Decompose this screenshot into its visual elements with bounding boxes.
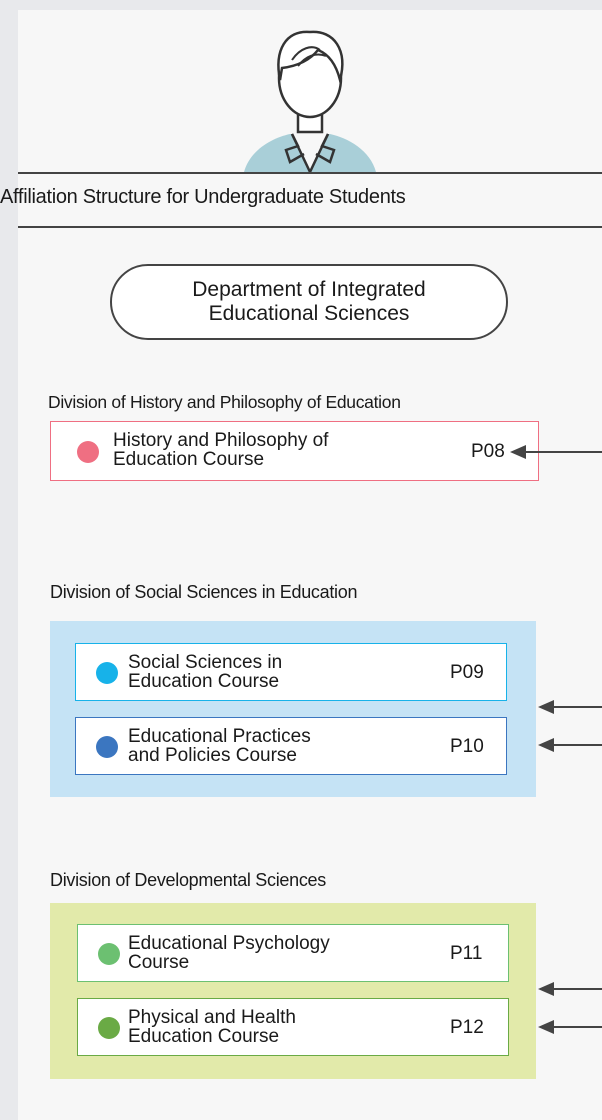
course-box: Educational Psychology Course P11 bbox=[77, 924, 509, 982]
affiliation-title: Affiliation Structure for Undergraduate … bbox=[0, 186, 406, 208]
arrow-left-icon bbox=[538, 1020, 602, 1034]
division-title: Division of History and Philosophy of Ed… bbox=[48, 392, 401, 412]
course-box: History and Philosophy of Education Cour… bbox=[50, 421, 539, 481]
arrow-left-icon bbox=[538, 738, 602, 752]
top-divider bbox=[18, 172, 602, 174]
course-dot bbox=[96, 736, 118, 758]
course-page: P12 bbox=[450, 1017, 484, 1038]
arrow-left-icon bbox=[510, 445, 602, 459]
course-dot bbox=[96, 662, 118, 684]
student-avatar-icon bbox=[244, 30, 376, 172]
arrow-left-icon bbox=[538, 982, 602, 996]
course-page: P10 bbox=[450, 736, 484, 757]
course-name: Educational Psychology Course bbox=[128, 933, 330, 973]
course-page: P11 bbox=[450, 943, 483, 964]
course-name: Physical and Health Education Course bbox=[128, 1007, 296, 1047]
course-dot bbox=[98, 1017, 120, 1039]
course-name: Social Sciences in Education Course bbox=[128, 652, 283, 692]
course-dot bbox=[77, 441, 99, 463]
course-name: History and Philosophy of Education Cour… bbox=[113, 430, 329, 470]
course-box: Social Sciences in Education Course P09 bbox=[75, 643, 507, 701]
division-title: Division of Developmental Sciences bbox=[50, 870, 326, 890]
bottom-divider bbox=[18, 226, 602, 228]
arrow-left-icon bbox=[538, 700, 602, 714]
division-title: Division of Social Sciences in Education bbox=[50, 582, 358, 602]
course-box: Educational Practices and Policies Cours… bbox=[75, 717, 507, 775]
course-name: Educational Practices and Policies Cours… bbox=[128, 726, 311, 766]
course-page: P08 bbox=[471, 441, 505, 462]
course-dot bbox=[98, 943, 120, 965]
department-name: Department of Integrated Educational Sci… bbox=[110, 264, 508, 340]
course-box: Physical and Health Education Course P12 bbox=[77, 998, 509, 1056]
course-page: P09 bbox=[450, 662, 484, 683]
